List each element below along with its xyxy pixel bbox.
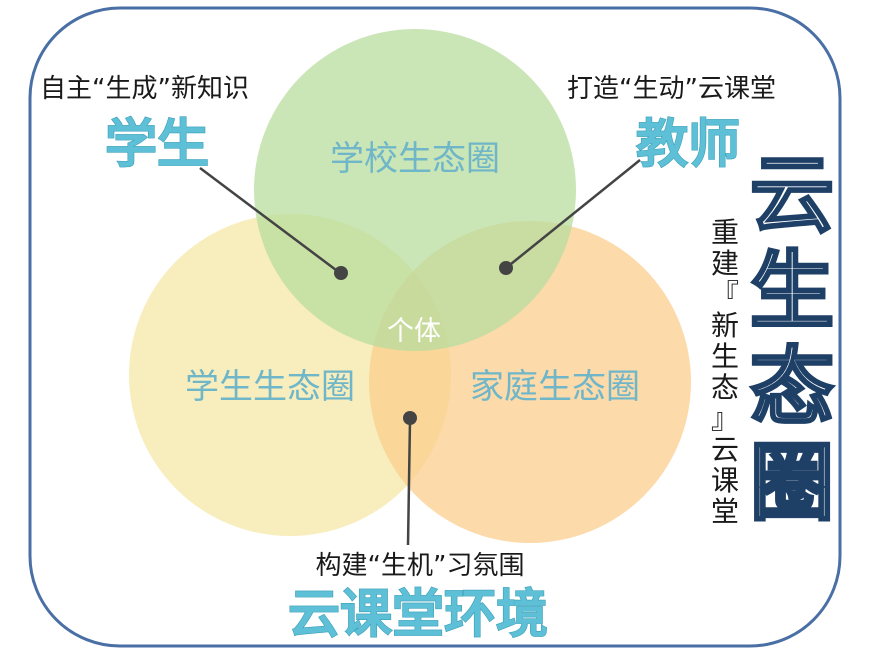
school-circle-label: 学校生态圈	[330, 139, 500, 179]
student-heading: 学生	[105, 115, 209, 175]
venn-circles	[129, 29, 691, 543]
connectors	[199, 159, 641, 546]
environment-heading: 云课堂环境	[288, 585, 548, 645]
family-circle-label: 家庭生态圈	[470, 367, 640, 407]
environment-caption: 构建“生机”习氛围	[316, 551, 525, 581]
teacher-connector-dot	[499, 261, 513, 275]
student-connector-dot	[334, 266, 348, 280]
student-circle-label: 学生生态圈	[185, 367, 355, 407]
vertical-subtitle: 重建『新生态』云课堂	[711, 216, 739, 528]
student-connector-line	[199, 167, 341, 274]
environment-connector-dot	[403, 411, 417, 425]
vertical-main-title: 云生态圈	[750, 146, 834, 532]
student-caption: 自主“生成”新知识	[40, 74, 249, 104]
teacher-heading: 教师	[636, 115, 740, 175]
teacher-caption: 打造“生动”云课堂	[567, 74, 776, 104]
teacher-connector-line	[505, 159, 641, 269]
school-circle	[254, 29, 576, 351]
center-label: 个体	[387, 316, 441, 347]
environment-connector-line	[406, 419, 412, 546]
